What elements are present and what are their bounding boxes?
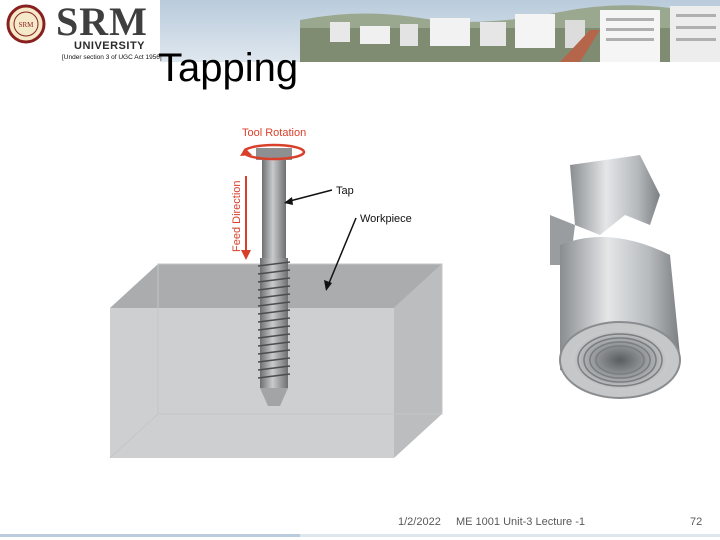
footer-course: ME 1001 Unit-3 Lecture -1 (456, 516, 586, 528)
rotation-arrow-icon (240, 143, 306, 161)
tool-rotation-label: Tool Rotation (242, 127, 306, 139)
tapping-diagram: Tool Rotation Feed Direction Tap Workpie… (109, 127, 443, 459)
university-logo: SRM SRM UNIVERSITY [Under section 3 of U… (0, 0, 162, 68)
logo-name: SRM (56, 0, 148, 44)
tap-threads (257, 258, 291, 406)
slide-title: Tapping (158, 46, 299, 90)
footer-rule (0, 534, 720, 537)
feed-direction-arrow-icon (241, 176, 251, 260)
slide-number: 72 (690, 516, 703, 528)
tapped-part-photo (550, 155, 681, 399)
threaded-hole (572, 330, 668, 390)
workpiece-side-face (394, 264, 442, 458)
workpiece-front-face (110, 308, 394, 458)
campus-banner-image (0, 0, 720, 62)
footer-date: 1/2/2022 (398, 516, 441, 528)
tap-leader-arrow-icon (284, 189, 333, 205)
feed-direction-label: Feed Direction (231, 180, 243, 252)
logo-note: [Under section 3 of UGC Act 1956] (62, 54, 162, 61)
workpiece-leader-arrow-icon (324, 217, 357, 291)
tap-shank (262, 154, 286, 274)
workpiece-label: Workpiece (360, 213, 412, 225)
logo-subtitle: UNIVERSITY (74, 40, 146, 52)
seal-text: SRM (19, 21, 35, 29)
university-seal-icon: SRM (6, 4, 46, 44)
tap-label: Tap (336, 185, 354, 197)
